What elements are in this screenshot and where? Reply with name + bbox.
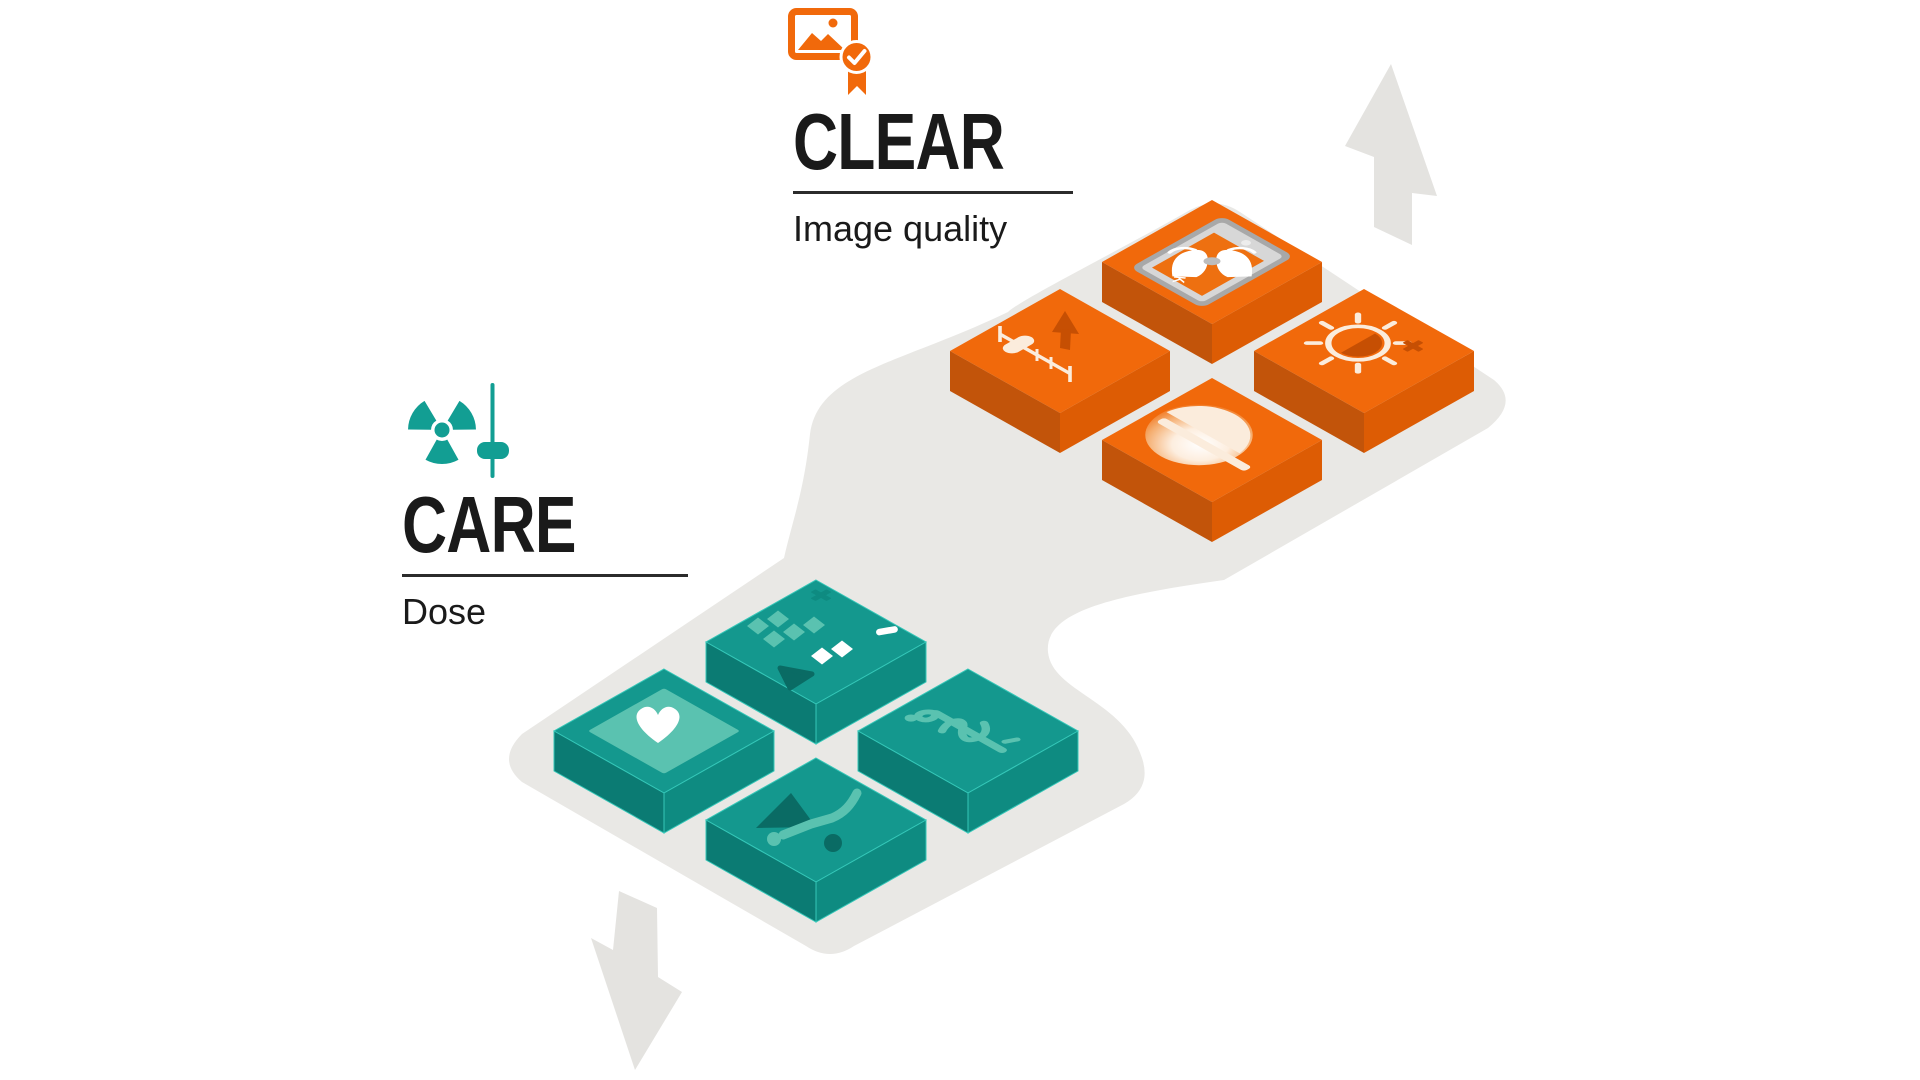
clear-label-block: CLEAR Image quality [793,102,1073,250]
heart-tile [552,668,776,834]
cursor-triangle [777,665,815,691]
glowing-sphere-icon [1145,404,1253,471]
patient-body [778,788,862,840]
slider-handle [477,442,509,459]
patient-positioning-icon [756,788,862,852]
care-underline [402,574,688,577]
rod-of-asclepius-icon [904,709,1021,753]
svg-text:K: K [1169,275,1189,284]
badge-circle [839,40,874,74]
slider-knob [1002,335,1035,354]
down-arrow [591,891,682,1070]
heart-icon [636,706,680,743]
beam-cone [756,793,816,828]
clear-underline [793,191,1073,194]
care-subtitle: Dose [402,590,487,632]
camera-dot [1241,240,1251,246]
care-title: CARE [402,480,576,569]
smooth-sphere-tile [1102,378,1322,542]
check-mark [847,49,867,65]
care-label-block: CARE Dose [402,485,688,633]
slider-track [490,383,495,478]
heart-shadow [1203,257,1221,266]
image-quality-badge-icon [788,8,874,95]
slider-increase-tile [950,289,1170,453]
sun-plus-icon [1303,312,1423,374]
sun-dot [828,18,838,28]
ok-stamp: K [1169,267,1191,284]
slider-up-arrow-icon [998,311,1079,382]
tablet-chest-xray-icon: K [1134,218,1290,306]
up-arrow [1345,64,1437,245]
clear-title: CLEAR [793,97,1005,186]
mountains [798,33,845,50]
source-dot [824,834,842,852]
patient-tile [704,757,928,923]
clear-subtitle: Image quality [793,207,1008,249]
radiation-trefoil [408,400,476,464]
radiation-dose-slider-icon [408,383,509,478]
asclepius-tile [856,668,1080,834]
up-arrow-head [1052,311,1079,334]
dose-grid-tile [704,579,928,745]
brightness-plus-tile [1254,289,1474,453]
approved-image-tablet-tile: K [1102,200,1322,364]
patient-head [767,832,781,846]
up-arrow-shaft [1060,329,1071,350]
dose-grid-plus-minus-icon [747,589,898,691]
